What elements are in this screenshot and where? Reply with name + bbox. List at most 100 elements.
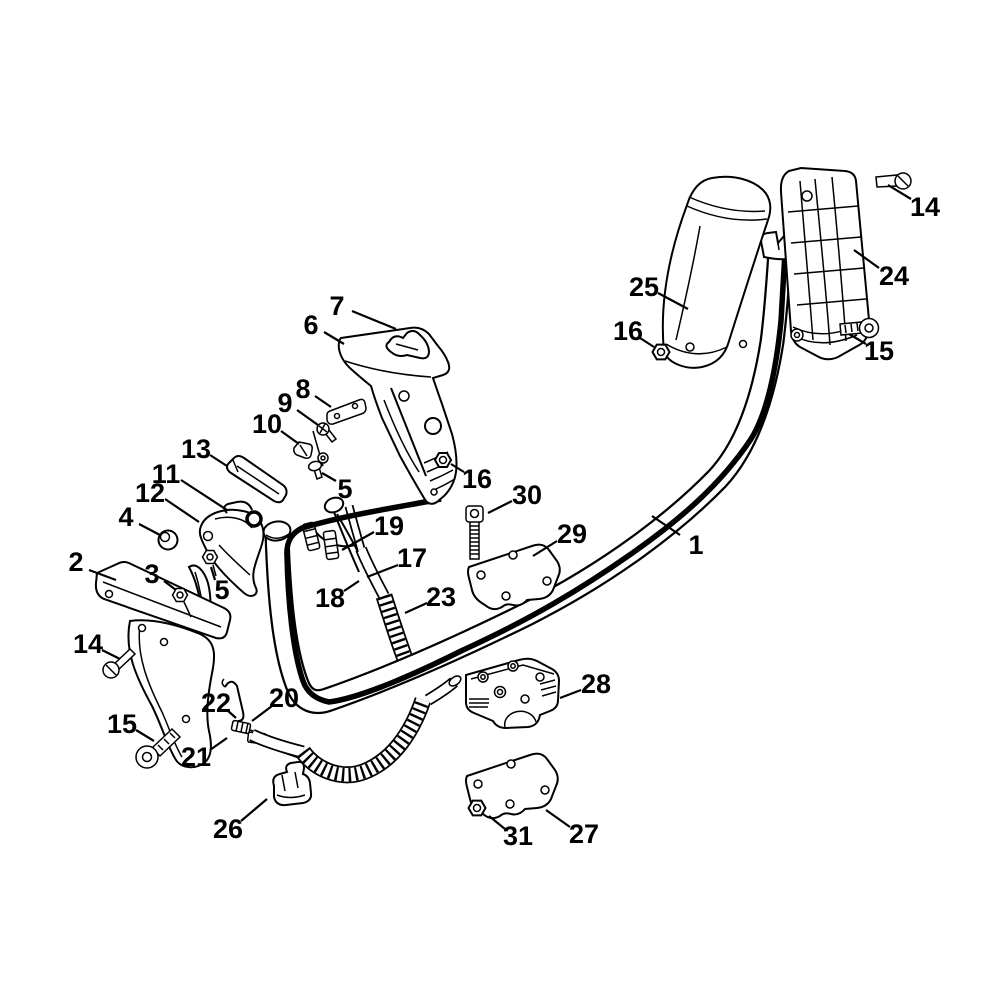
part-number-25: 25 xyxy=(629,272,659,302)
throttle-trigger-7 xyxy=(385,329,431,360)
part-number-15: 15 xyxy=(864,336,894,366)
leader-line-24 xyxy=(853,249,880,269)
cable-clip-26 xyxy=(272,760,313,807)
leader-line-10 xyxy=(280,430,300,445)
part-number-5: 5 xyxy=(214,575,229,605)
throttle-handle-group xyxy=(293,326,458,505)
leader-line-5 xyxy=(209,566,217,581)
nut-3-stud xyxy=(183,601,192,618)
washer-5 xyxy=(317,452,329,464)
cable-end-cap xyxy=(323,496,345,514)
spring-wire-ring xyxy=(245,510,263,528)
part-number-21: 21 xyxy=(181,742,211,772)
clip-26-body xyxy=(272,760,313,807)
part-number-14: 14 xyxy=(910,192,940,222)
part-number-19: 19 xyxy=(374,511,404,541)
leader-line-20 xyxy=(251,705,273,722)
molding-24-hole-bottom xyxy=(790,328,804,342)
leader-line-30 xyxy=(487,500,513,514)
molding-24-rib3 xyxy=(831,176,847,342)
leader-line-12 xyxy=(164,498,200,523)
leader-line-15 xyxy=(135,729,155,742)
lockout-lever-line2 xyxy=(218,544,251,576)
leader-line-17 xyxy=(366,563,399,579)
block-28-hole1 xyxy=(477,671,489,683)
leader-line-29 xyxy=(532,540,558,557)
block-28-hole4 xyxy=(493,685,507,699)
housing-rod xyxy=(390,387,427,477)
handle-hole-4 xyxy=(181,714,191,724)
tube-end-hook-notch xyxy=(777,242,780,251)
leader-line-15 xyxy=(848,333,867,345)
plate-27-hole2 xyxy=(506,759,516,769)
tube-hole-b xyxy=(738,339,748,349)
nut-5-left-hole xyxy=(206,553,214,561)
part-number-20: 20 xyxy=(269,683,299,713)
part-number-11: 11 xyxy=(152,459,181,489)
block-28-hole3 xyxy=(535,672,545,682)
part-number-26: 26 xyxy=(213,814,243,844)
clamp-group xyxy=(465,505,561,820)
leader-line-25 xyxy=(657,292,689,310)
handle-hole-2 xyxy=(137,623,147,633)
plate-8-hole1 xyxy=(333,412,341,420)
nut-31-hole xyxy=(472,803,482,813)
molding-24-hole-top xyxy=(801,190,813,202)
nut-16-center xyxy=(433,452,453,468)
grip-25-bottom-line xyxy=(665,343,728,355)
throttle-cable xyxy=(284,251,788,705)
part-number-30: 30 xyxy=(512,480,542,510)
leader-line-22 xyxy=(226,709,237,719)
tube-open-end-shade xyxy=(265,533,290,539)
part-number-17: 17 xyxy=(397,543,427,573)
leader-line-2 xyxy=(88,568,117,582)
handle-hole-3 xyxy=(159,637,169,647)
tube-body xyxy=(266,249,791,712)
leader-line-1 xyxy=(651,515,681,536)
handlebar-tube-1 xyxy=(262,230,799,715)
leader-line-6 xyxy=(323,331,345,345)
switch-wire-22 xyxy=(224,680,245,722)
block-28-hole5 xyxy=(520,694,530,704)
part-number-16: 16 xyxy=(613,316,643,346)
part-number-28: 28 xyxy=(581,669,611,699)
housing-foot-hole xyxy=(430,488,438,496)
molding-24-hole-bottom2 xyxy=(793,331,801,339)
clamp-plate-29 xyxy=(467,543,561,611)
part-number-6: 6 xyxy=(303,310,318,340)
lockout-lever-hole xyxy=(202,530,214,542)
leader-line-3 xyxy=(163,580,177,591)
block-28-hole4i xyxy=(496,688,504,696)
block-28-topface xyxy=(470,664,555,680)
screw-14-right xyxy=(875,172,912,190)
leader-line-5 xyxy=(321,472,337,482)
plate-27-hole3 xyxy=(540,785,550,795)
leader-line-16 xyxy=(450,463,465,473)
leader-line-26 xyxy=(240,798,268,822)
plate-8-hole2 xyxy=(351,402,359,410)
cable-sleeve-17w xyxy=(357,547,388,598)
sleeve-open-end xyxy=(448,675,462,687)
plate-27-hole1 xyxy=(473,779,483,789)
leader-line-11 xyxy=(180,479,228,511)
grip-25-hole xyxy=(685,342,695,352)
nut-3-hole xyxy=(176,591,184,599)
block-28-hatch-left xyxy=(469,698,489,708)
left-handle-group xyxy=(94,455,288,769)
grip-inner-line xyxy=(138,624,183,758)
plate-29-hole3 xyxy=(542,576,552,586)
molding-24-rib1 xyxy=(799,180,814,341)
screw-15-right xyxy=(839,317,880,339)
slab-inner-line xyxy=(102,581,222,628)
pin-5-cap xyxy=(307,460,323,472)
throttle-knob xyxy=(424,417,442,435)
leader-line-31 xyxy=(488,815,506,830)
leader-line-19 xyxy=(341,531,375,551)
nut-16-right-hole xyxy=(656,347,666,357)
right-grip-group xyxy=(651,166,912,369)
plate-29-hole2 xyxy=(508,550,518,560)
part-number-24: 24 xyxy=(879,261,909,291)
